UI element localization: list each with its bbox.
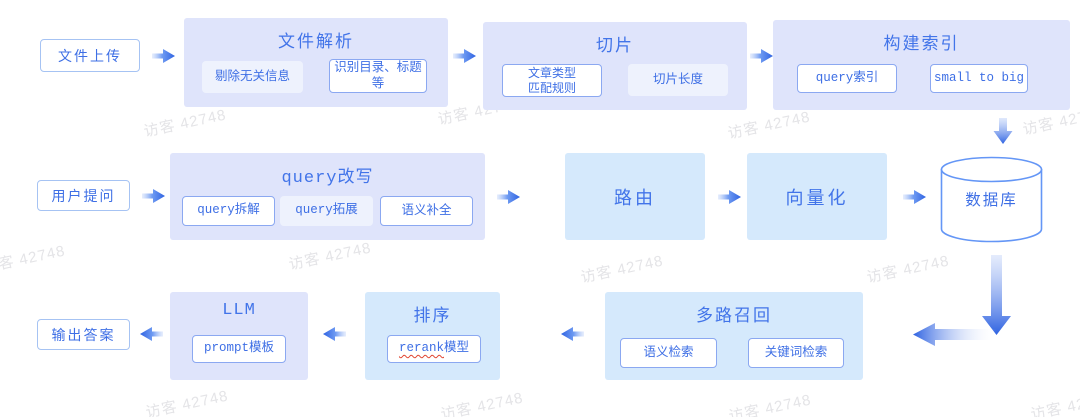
block-multipath-recall: 多路召回 语义检索 关键词检索 <box>605 292 863 380</box>
arrow-right-icon <box>142 186 166 206</box>
arrow-right-icon <box>497 187 521 207</box>
block-multipath-recall-title: 多路召回 <box>696 306 772 325</box>
arrow-down-icon <box>992 118 1014 146</box>
sub-remove-irrelevant-info: 剔除无关信息 <box>202 61 303 93</box>
sub-rerank-model-latin: rerank <box>398 341 444 356</box>
watermark: 访客 42748 <box>865 252 951 287</box>
block-rerank: 排序 rerank模型 <box>365 292 500 380</box>
arrow-left-icon <box>139 324 163 344</box>
block-file-parsing: 文件解析 剔除无关信息 识别目录、标题 等 <box>184 18 448 107</box>
sub-query-decompose: query拆解 <box>182 196 275 226</box>
node-output-answer-label: 输出答案 <box>51 326 116 343</box>
block-query-rewrite-title: query改写 <box>281 169 374 188</box>
block-file-parsing-title: 文件解析 <box>278 32 354 51</box>
watermark: 访客 42748 <box>439 389 525 417</box>
block-llm-title: LLM <box>222 301 256 320</box>
sub-prompt-template: prompt模板 <box>192 335 286 363</box>
sub-semantic-completion: 语义补全 <box>380 196 473 226</box>
block-llm: LLM prompt模板 <box>170 292 308 380</box>
node-output-answer: 输出答案 <box>37 319 130 350</box>
node-user-question: 用户提问 <box>37 180 130 211</box>
block-rerank-title: 排序 <box>413 306 452 325</box>
block-query-rewrite: query改写 query拆解 query拓展 语义补全 <box>170 153 485 240</box>
arrow-right-icon <box>750 46 774 66</box>
sub-recognize-toc-titles: 识别目录、标题 等 <box>329 59 427 93</box>
arrow-left-long-icon <box>913 321 997 348</box>
watermark: 访客 42748 <box>579 252 665 287</box>
watermark: 访客 42748 <box>726 108 812 143</box>
database-cylinder-icon <box>940 156 1043 244</box>
watermark: 访客 42748 <box>727 391 813 417</box>
database-label: 数据库 <box>965 192 1018 209</box>
block-vectorize-title: 向量化 <box>785 187 849 208</box>
watermark: 访客 42748 <box>1029 389 1080 417</box>
sub-rerank-model-cjk: 模型 <box>444 341 470 356</box>
node-file-upload: 文件上传 <box>40 39 140 72</box>
watermark: 访客 42748 <box>142 106 228 141</box>
arrow-right-icon <box>718 187 742 207</box>
block-chunking-title: 切片 <box>596 36 634 55</box>
sub-query-expand: query拓展 <box>280 196 373 226</box>
block-vectorize: 向量化 <box>747 153 887 240</box>
block-build-index-title: 构建索引 <box>883 34 960 53</box>
sub-small-to-big: small to big <box>930 64 1028 93</box>
arrow-left-icon <box>322 324 346 344</box>
sub-rerank-model: rerank模型 <box>387 335 481 363</box>
watermark: 访客 42748 <box>287 239 373 274</box>
sub-query-index: query索引 <box>797 64 897 93</box>
sub-keyword-retrieval: 关键词检索 <box>748 338 844 368</box>
block-build-index: 构建索引 query索引 small to big <box>773 20 1070 110</box>
watermark: 访客 42748 <box>144 387 230 417</box>
block-routing: 路由 <box>565 153 705 240</box>
arrow-right-icon <box>453 46 477 66</box>
node-file-upload-label: 文件上传 <box>58 47 122 64</box>
sub-chunk-length: 切片长度 <box>628 64 728 96</box>
arrow-down-long-icon <box>981 255 1011 336</box>
arrow-right-icon <box>152 46 176 66</box>
sub-doc-type-rules: 文章类型 匹配规则 <box>502 64 602 97</box>
arrow-right-icon <box>903 187 927 207</box>
sub-semantic-retrieval: 语义检索 <box>620 338 717 368</box>
watermark: 访客 42748 <box>0 242 67 277</box>
node-user-question-label: 用户提问 <box>51 187 116 204</box>
block-routing-title: 路由 <box>614 187 656 208</box>
arrow-left-icon <box>560 324 584 344</box>
block-chunking: 切片 文章类型 匹配规则 切片长度 <box>483 22 747 110</box>
